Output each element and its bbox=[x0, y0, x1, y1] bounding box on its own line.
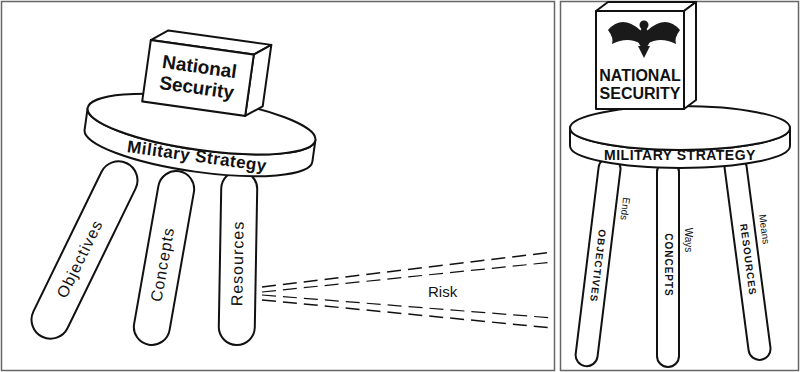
stool-leg: RESOURCESMeans bbox=[724, 152, 791, 362]
box-front-face bbox=[596, 11, 684, 109]
box-front-face bbox=[142, 40, 254, 116]
node-title: OBJECTIVES bbox=[574, 165, 620, 366]
leg-body bbox=[25, 155, 144, 345]
node-title: MILITARY STRATEGY bbox=[570, 144, 790, 166]
strategy-seat: MILITARY STRATEGY bbox=[570, 106, 790, 168]
leg-body bbox=[218, 171, 257, 346]
risk-line bbox=[262, 262, 553, 292]
panel-frame bbox=[561, 2, 799, 371]
node-title: Resources bbox=[218, 181, 257, 347]
node-title: NATIONAL SECURITY bbox=[596, 63, 684, 107]
stool-leg: Resources bbox=[218, 170, 257, 347]
box-side-face bbox=[684, 2, 696, 109]
panel-frame bbox=[2, 2, 555, 371]
seat-top bbox=[570, 106, 790, 150]
stool-leg: OBJECTIVESEnds bbox=[574, 155, 640, 370]
security-box: National Security bbox=[142, 40, 254, 116]
leg-body bbox=[724, 155, 773, 361]
node-title: Concepts bbox=[131, 180, 195, 349]
node-title: Objectives bbox=[24, 172, 135, 346]
risk-line bbox=[262, 295, 553, 318]
leg-body bbox=[657, 161, 679, 367]
stool-leg: Concepts bbox=[131, 167, 197, 349]
stool-leg: CONCEPTSWays bbox=[657, 160, 697, 368]
node-subtitle: Means bbox=[753, 206, 777, 252]
box-top-face bbox=[596, 2, 696, 11]
stool-leg: Objectives bbox=[24, 154, 144, 346]
risk-label: Risk bbox=[428, 283, 457, 300]
node-title: CONCEPTS bbox=[657, 170, 679, 360]
node-subtitle: Ends bbox=[613, 188, 636, 230]
leg-body bbox=[574, 156, 621, 367]
node-subtitle: Ways bbox=[679, 220, 697, 260]
node-title: RESOURCES bbox=[725, 164, 772, 355]
risk-line bbox=[262, 300, 553, 328]
security-box: NATIONAL SECURITY bbox=[596, 11, 684, 109]
leg-body bbox=[131, 168, 197, 348]
risk-line bbox=[262, 252, 553, 287]
